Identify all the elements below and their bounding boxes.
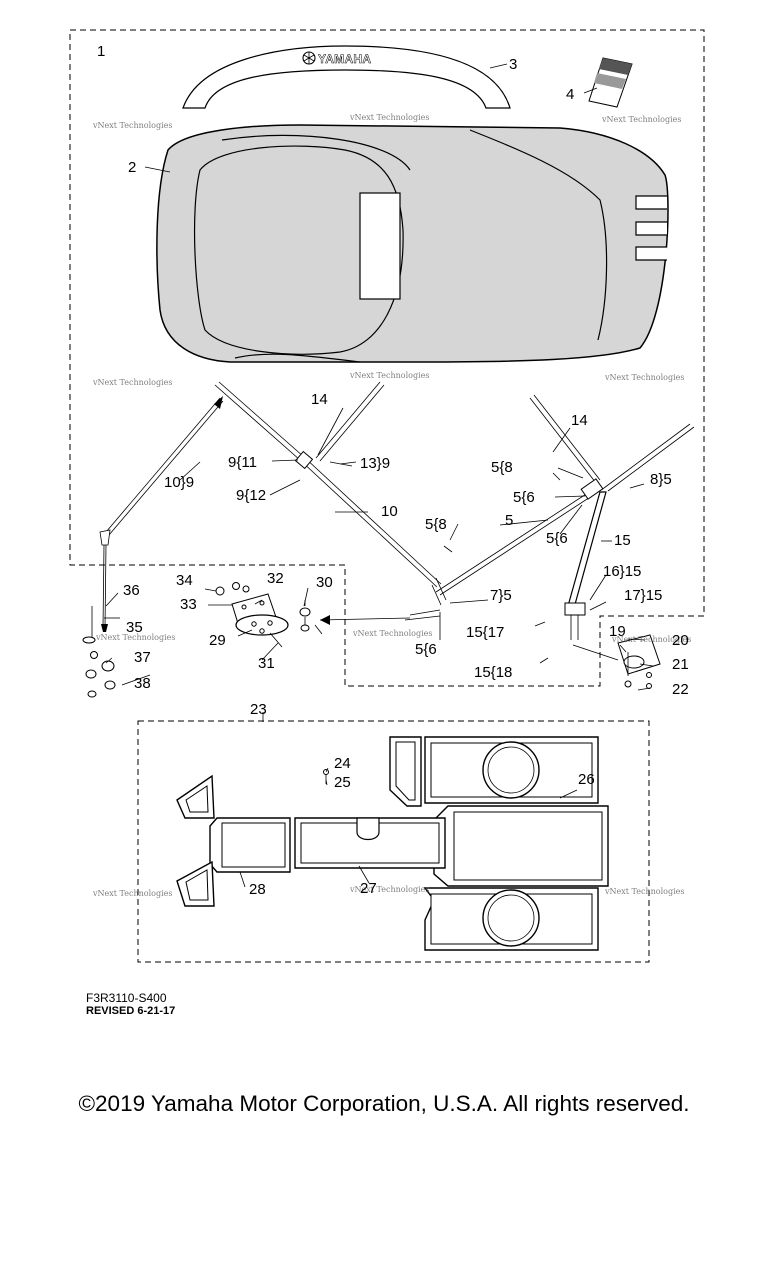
callout: 9{12 (236, 487, 266, 504)
svg-text:vNext Technologies: vNext Technologies (611, 635, 691, 644)
callout: 15{17 (466, 624, 504, 641)
svg-text:vNext Technologies: vNext Technologies (349, 113, 429, 122)
grab-handle: YAMAHA (182, 45, 511, 109)
callout: 17}15 (624, 587, 662, 604)
callout: 35 (126, 619, 143, 636)
callout: 5{6 (415, 641, 437, 658)
revision-date: REVISED 6-21-17 (86, 1005, 176, 1017)
callout: 7}5 (490, 587, 512, 604)
callout: 31 (258, 655, 275, 672)
callout: 1 (97, 43, 105, 60)
bimini-group-boundary (69, 29, 705, 687)
svg-text:vNext Technologies: vNext Technologies (92, 889, 172, 898)
callout: 30 (316, 574, 333, 591)
hardware-stack-left (82, 544, 116, 698)
leader-lines (104, 63, 654, 888)
callout: 34 (176, 572, 193, 589)
callout: 8}5 (650, 471, 672, 488)
callout: 37 (134, 649, 151, 666)
callout: 4 (566, 86, 574, 103)
callout: 25 (334, 774, 351, 791)
callout: 20 (672, 632, 689, 649)
callout: 10}9 (164, 474, 194, 491)
yamaha-logo-icon: YAMAHA (302, 51, 371, 66)
callout: 21 (672, 656, 689, 673)
part-code: F3R3110-S400 (86, 991, 167, 1005)
callout: 14 (571, 412, 588, 429)
callout: 36 (123, 582, 140, 599)
callout: 5 (505, 512, 513, 529)
svg-text:vNext Technologies: vNext Technologies (95, 633, 175, 642)
seat-cover (156, 124, 669, 363)
svg-text:vNext Technologies: vNext Technologies (604, 373, 684, 382)
svg-text:vNext Technologies: vNext Technologies (352, 629, 432, 638)
decal (588, 57, 633, 108)
callout: 5{8 (425, 516, 447, 533)
callout: 19 (609, 623, 626, 640)
callout: 5{8 (491, 459, 513, 476)
callout: 23 (250, 701, 267, 718)
callout: 13}9 (360, 455, 390, 472)
callout-labels: 1 2 3 4 14 14 9{11 13}9 10}9 9{12 10 5{8… (97, 43, 689, 898)
callout: 22 (672, 681, 689, 698)
callout: 3 (509, 56, 517, 73)
bimini-frame (214, 381, 695, 640)
deck-mats (176, 736, 609, 951)
svg-text:vNext Technologies: vNext Technologies (349, 885, 429, 894)
callout: 15{18 (474, 664, 512, 681)
svg-text:vNext Technologies: vNext Technologies (604, 887, 684, 896)
callout: 5{6 (546, 530, 568, 547)
callout: 24 (334, 755, 351, 772)
callout: 15 (614, 532, 631, 549)
svg-text:vNext Technologies: vNext Technologies (349, 371, 429, 380)
callout: 14 (311, 391, 328, 408)
copyright-notice: ©2019 Yamaha Motor Corporation, U.S.A. A… (78, 1091, 690, 1116)
callout: 5{6 (513, 489, 535, 506)
watermark-layer: vNext Technologies vNext Technologies vN… (92, 113, 691, 898)
callout: 27 (360, 880, 377, 897)
callout: 16}15 (603, 563, 641, 580)
logo-text: YAMAHA (318, 52, 371, 66)
callout: 2 (128, 159, 136, 176)
seat-tabs (635, 195, 667, 261)
svg-text:vNext Technologies: vNext Technologies (92, 378, 172, 387)
svg-text:vNext Technologies: vNext Technologies (601, 115, 681, 124)
callout: 26 (578, 771, 595, 788)
mount-bracket-assembly (215, 582, 411, 648)
mat-group-boundary (137, 720, 650, 963)
callout: 10 (381, 503, 398, 520)
right-bracket-assembly (572, 634, 661, 689)
strap (99, 396, 224, 546)
callout: 9{11 (228, 454, 257, 471)
callout: 32 (267, 570, 284, 587)
callout: 33 (180, 596, 197, 613)
callout: 28 (249, 881, 266, 898)
callout: 29 (209, 632, 226, 649)
callout: 38 (134, 675, 151, 692)
svg-text:vNext Technologies: vNext Technologies (92, 121, 172, 130)
